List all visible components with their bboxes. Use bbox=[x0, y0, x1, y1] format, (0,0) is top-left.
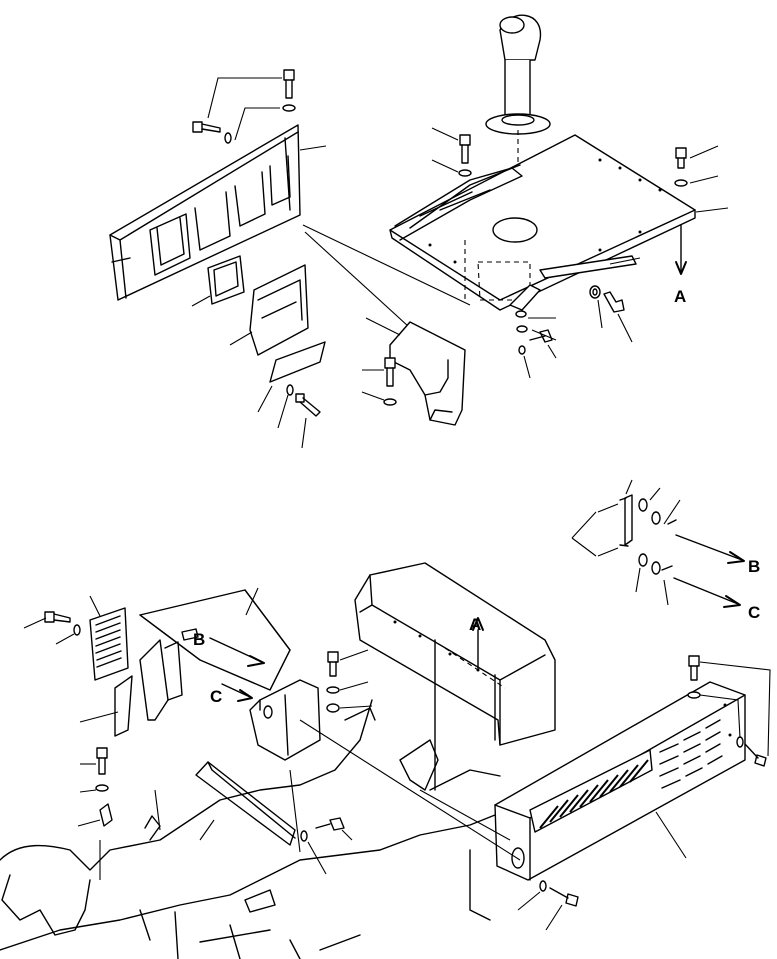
hood-top-panel bbox=[389, 134, 696, 311]
side-grille bbox=[89, 595, 129, 681]
connect-line-1 bbox=[302, 224, 471, 306]
view-label-b-left: B bbox=[193, 630, 205, 649]
view-label-b-right: B bbox=[748, 557, 760, 576]
gasket bbox=[191, 255, 245, 307]
connect-line-2 bbox=[304, 231, 421, 338]
bolt-washer-set-right bbox=[517, 655, 771, 931]
bolt-washer-set-2 bbox=[431, 127, 729, 265]
view-label-c-left: C bbox=[210, 687, 222, 706]
left-side-cover-panel bbox=[109, 124, 301, 301]
hood-side-rail bbox=[509, 255, 637, 311]
center-bracket bbox=[361, 317, 466, 426]
handle-set-c: C bbox=[635, 553, 760, 622]
right-side-cover-panel bbox=[494, 681, 746, 881]
handle-set-b: B bbox=[571, 479, 760, 576]
side-vertical-strip bbox=[79, 675, 133, 737]
bolt-washer-set-center bbox=[300, 649, 373, 875]
vertical-column-panel bbox=[139, 639, 183, 721]
view-label-a-bottom: A bbox=[469, 615, 481, 634]
leader-lines-1 bbox=[207, 77, 327, 151]
bolt-washer-set-1 bbox=[192, 69, 296, 144]
arrow-a-top: A bbox=[674, 224, 687, 306]
small-plate bbox=[257, 341, 326, 449]
bolt-washer-set-3 bbox=[515, 285, 633, 379]
view-label-c-right: C bbox=[748, 603, 760, 622]
arrow-a-bottom: A bbox=[469, 615, 484, 669]
chassis-frame bbox=[0, 699, 521, 959]
radiator-guard-housing bbox=[354, 562, 556, 791]
view-label-a-top: A bbox=[674, 287, 686, 306]
bottom-rail-beam bbox=[195, 761, 296, 846]
bolt-washer-set-left bbox=[23, 611, 113, 827]
upper-corner-cover: B bbox=[139, 587, 291, 691]
inner-bracket-panel bbox=[229, 264, 309, 356]
front-corner-panel: C bbox=[210, 679, 321, 761]
